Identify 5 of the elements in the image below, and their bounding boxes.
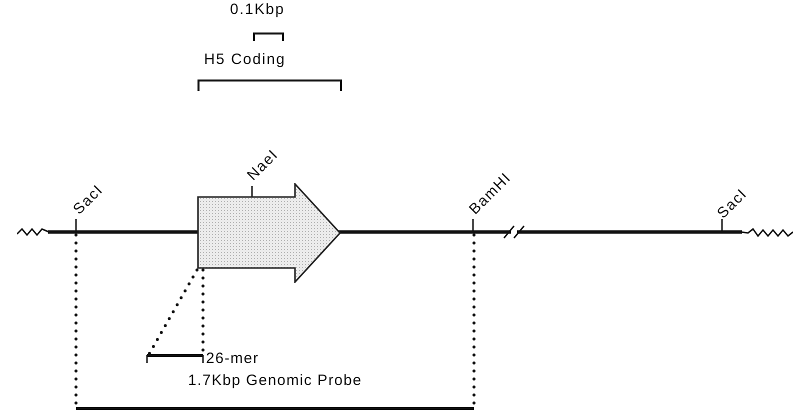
probe-label: 26-mer [206,350,259,368]
coding-region-arrow [197,183,342,283]
probe-label: 1.7Kbp Genomic Probe [188,372,362,390]
region-label: H5 Coding [204,52,286,68]
region-label: 0.1Kbp [230,2,285,18]
